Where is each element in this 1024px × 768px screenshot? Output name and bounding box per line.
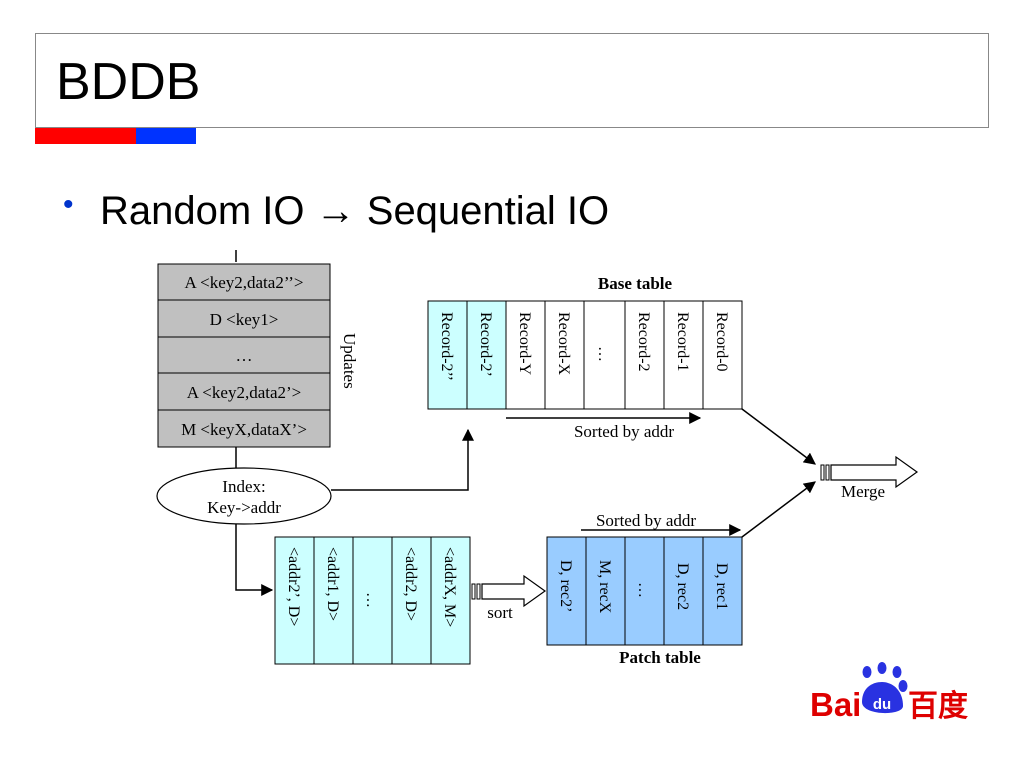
base-table: Record-2’’ Record-2’ Record-Y Record-X …… bbox=[427, 300, 743, 410]
base-record-cell bbox=[583, 300, 626, 410]
baidu-logo-cjk: 百度 bbox=[908, 689, 968, 724]
base-to-merge-arrow bbox=[741, 408, 816, 465]
addr-list: <addr2’, D> <addr1, D> … <addr2, D> <add… bbox=[274, 536, 471, 665]
updates-row-label: A <key2,data2’’> bbox=[185, 273, 304, 292]
index-label-line1: Index: bbox=[222, 477, 265, 496]
title-accent-red bbox=[35, 128, 136, 144]
patch-item-label: D, rec1 bbox=[713, 563, 730, 610]
patch-item-cell bbox=[585, 536, 626, 646]
addr-item-cell bbox=[430, 536, 471, 665]
merge-block-arrow bbox=[820, 455, 919, 489]
base-record-label: Record-Y bbox=[516, 312, 533, 376]
merge-label: Merge bbox=[841, 482, 885, 501]
base-record-label: Record-2’’ bbox=[438, 312, 455, 381]
index-ellipse bbox=[156, 467, 332, 525]
base-record-label: Record-2’ bbox=[477, 312, 494, 377]
addr-item-cell bbox=[352, 536, 393, 665]
patch-item-label: M, recX bbox=[596, 560, 613, 614]
base-record-cell bbox=[544, 300, 585, 410]
base-record-label: Record-1 bbox=[674, 312, 691, 372]
updates-row bbox=[157, 372, 331, 411]
base-record-cell bbox=[702, 300, 743, 410]
base-record-label: Record-X bbox=[555, 312, 572, 376]
patch-table-title: Patch table bbox=[619, 648, 701, 667]
patch-table: D, rec2’ M, recX … D, rec2 D, rec1 bbox=[546, 536, 743, 646]
updates-stack: A <key2,data2’’> D <key1> … A <key2,data… bbox=[157, 250, 359, 448]
updates-row bbox=[157, 336, 331, 374]
bullet-text: Random IO → Sequential IO bbox=[100, 189, 610, 233]
addr-item-cell bbox=[391, 536, 432, 665]
addr-item-label: <addr2’, D> bbox=[285, 547, 302, 626]
updates-row-label: A <key2,data2’> bbox=[187, 383, 302, 402]
updates-row bbox=[157, 299, 331, 338]
patch-item-label: D, rec2 bbox=[674, 563, 691, 610]
base-record-cell bbox=[624, 300, 665, 410]
patch-item-label: D, rec2’ bbox=[557, 560, 574, 612]
title-frame bbox=[35, 33, 989, 128]
patch-item-cell bbox=[663, 536, 704, 646]
updates-row bbox=[157, 409, 331, 448]
addr-item-cell bbox=[313, 536, 354, 665]
base-record-cell bbox=[427, 300, 468, 410]
index-to-base-arrow bbox=[331, 428, 474, 491]
patch-item-cell bbox=[702, 536, 743, 646]
patch-item-cell bbox=[546, 536, 587, 646]
baidu-logo-latin: Bai bbox=[810, 686, 861, 723]
base-record-label: Record-2 bbox=[635, 312, 652, 372]
updates-row bbox=[157, 263, 331, 301]
base-record-label: Record-0 bbox=[713, 312, 730, 372]
baidu-paw-icon: du bbox=[862, 662, 908, 714]
addr-item-label: <addrX, M> bbox=[441, 547, 458, 627]
updates-row-label: … bbox=[236, 346, 253, 365]
patch-item-cell bbox=[624, 536, 665, 646]
updates-label: Updates bbox=[340, 333, 359, 389]
baidu-du-mark: du bbox=[873, 696, 891, 713]
base-table-title: Base table bbox=[598, 274, 673, 293]
base-record-label: … bbox=[595, 346, 612, 362]
slide-title: BDDB bbox=[56, 53, 201, 111]
base-record-cell bbox=[505, 300, 546, 410]
base-sorted-label: Sorted by addr bbox=[574, 422, 674, 441]
updates-row-label: D <key1> bbox=[210, 310, 279, 329]
patch-to-merge-arrow bbox=[741, 481, 816, 538]
addr-item-label: <addr1, D> bbox=[324, 547, 341, 621]
sort-block-arrow bbox=[471, 574, 547, 608]
updates-row-label: M <keyX,dataX’> bbox=[181, 420, 307, 439]
patch-sorted-label: Sorted by addr bbox=[596, 511, 696, 530]
base-record-cell bbox=[466, 300, 507, 410]
patch-item-label: … bbox=[635, 582, 652, 598]
sort-label: sort bbox=[487, 603, 513, 622]
title-accent-blue bbox=[136, 128, 196, 144]
bullet-dot: • bbox=[63, 188, 74, 221]
addr-item-label: <addr2, D> bbox=[402, 547, 419, 621]
base-record-cell bbox=[663, 300, 704, 410]
addr-item-label: … bbox=[363, 592, 380, 608]
index-label-line2: Key->addr bbox=[207, 498, 281, 517]
index-to-addr-arrow bbox=[235, 524, 274, 596]
